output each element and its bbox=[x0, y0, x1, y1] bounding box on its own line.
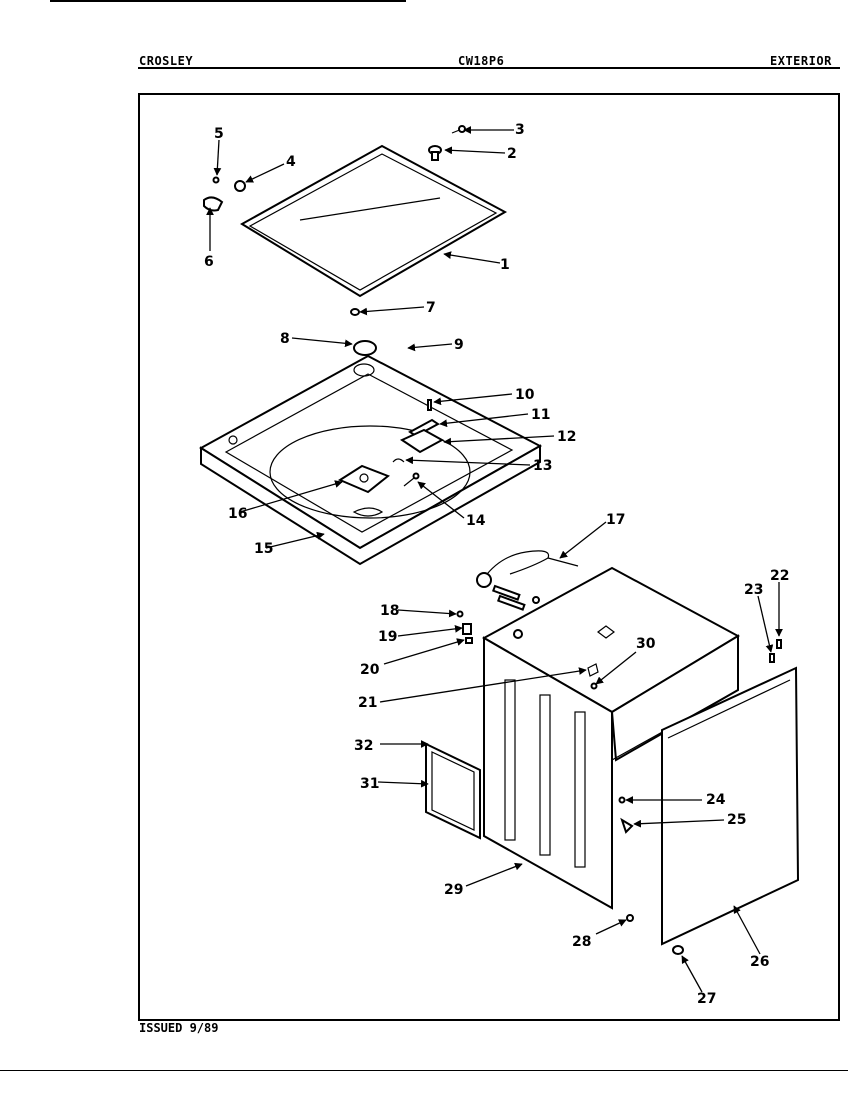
callout-22: 22 bbox=[770, 568, 789, 584]
part-foot-27 bbox=[672, 945, 684, 955]
part-screw-28 bbox=[626, 914, 634, 922]
brand-name: CROSLEY bbox=[139, 54, 194, 68]
model-number: CW18P6 bbox=[458, 54, 505, 68]
part-hinge-6 bbox=[203, 196, 224, 212]
part-rear-panel bbox=[661, 666, 800, 946]
callout-3: 3 bbox=[515, 122, 525, 138]
part-bumper-7 bbox=[350, 308, 360, 316]
callout-20: 20 bbox=[360, 662, 380, 678]
callout-11: 11 bbox=[531, 407, 550, 423]
callout-21: 21 bbox=[358, 695, 377, 711]
part-clip-13 bbox=[392, 458, 405, 463]
diagram-frame bbox=[138, 93, 840, 1021]
bottom-rule bbox=[0, 1070, 848, 1071]
callout-12: 12 bbox=[557, 429, 576, 445]
callout-27: 27 bbox=[697, 991, 716, 1007]
part-hinge-2 bbox=[428, 145, 442, 161]
callout-10: 10 bbox=[515, 387, 535, 403]
part-screw-10 bbox=[427, 399, 432, 411]
part-screw-23 bbox=[769, 653, 775, 663]
callout-26: 26 bbox=[750, 954, 769, 970]
part-fill-cup bbox=[337, 464, 390, 494]
callout-9: 9 bbox=[454, 337, 464, 353]
callout-5: 5 bbox=[214, 126, 224, 142]
part-bracket-21 bbox=[587, 663, 599, 677]
part-clip-25 bbox=[620, 817, 634, 834]
callout-1: 1 bbox=[500, 257, 510, 273]
part-screw-24 bbox=[618, 796, 626, 804]
callout-16: 16 bbox=[228, 506, 247, 522]
part-screw-30 bbox=[590, 682, 598, 690]
callout-14: 14 bbox=[466, 513, 486, 529]
callout-31: 31 bbox=[360, 776, 379, 792]
callout-15: 15 bbox=[254, 541, 273, 557]
callout-23: 23 bbox=[744, 582, 763, 598]
callout-24: 24 bbox=[706, 792, 726, 808]
part-screw-5 bbox=[212, 176, 220, 184]
callout-32: 32 bbox=[354, 738, 373, 754]
part-clip-20 bbox=[465, 637, 473, 644]
part-screw-22 bbox=[776, 639, 782, 649]
section-title: EXTERIOR bbox=[770, 54, 832, 68]
callout-19: 19 bbox=[378, 629, 397, 645]
callout-30: 30 bbox=[636, 636, 656, 652]
part-power-cord bbox=[476, 550, 579, 611]
part-cabinet bbox=[481, 566, 741, 910]
leader-lines bbox=[206, 126, 783, 993]
callout-2: 2 bbox=[507, 146, 517, 162]
callout-18: 18 bbox=[380, 603, 399, 619]
part-screw-18 bbox=[456, 610, 464, 618]
part-access-panel bbox=[425, 742, 481, 840]
callout-17: 17 bbox=[606, 512, 625, 528]
callout-7: 7 bbox=[426, 300, 436, 316]
part-screw-3 bbox=[451, 125, 466, 134]
part-top-lid bbox=[240, 144, 508, 298]
part-bracket-19 bbox=[462, 623, 472, 635]
callout-25: 25 bbox=[727, 812, 746, 828]
part-switch-12 bbox=[399, 428, 445, 454]
callout-29: 29 bbox=[444, 882, 463, 898]
callout-4: 4 bbox=[286, 154, 296, 170]
header-rule bbox=[138, 67, 840, 69]
callout-28: 28 bbox=[572, 934, 591, 950]
callout-13: 13 bbox=[533, 458, 552, 474]
callout-labels: 1 2 3 4 5 6 7 8 9 10 11 12 13 14 15 16 1… bbox=[204, 122, 789, 1007]
part-screw-14 bbox=[403, 472, 420, 487]
callout-8: 8 bbox=[280, 331, 290, 347]
top-rule bbox=[50, 0, 406, 2]
part-top-panel bbox=[199, 340, 543, 566]
issued-date: ISSUED 9/89 bbox=[139, 1021, 219, 1035]
callout-6: 6 bbox=[204, 254, 214, 270]
part-bumper-4 bbox=[234, 180, 246, 192]
